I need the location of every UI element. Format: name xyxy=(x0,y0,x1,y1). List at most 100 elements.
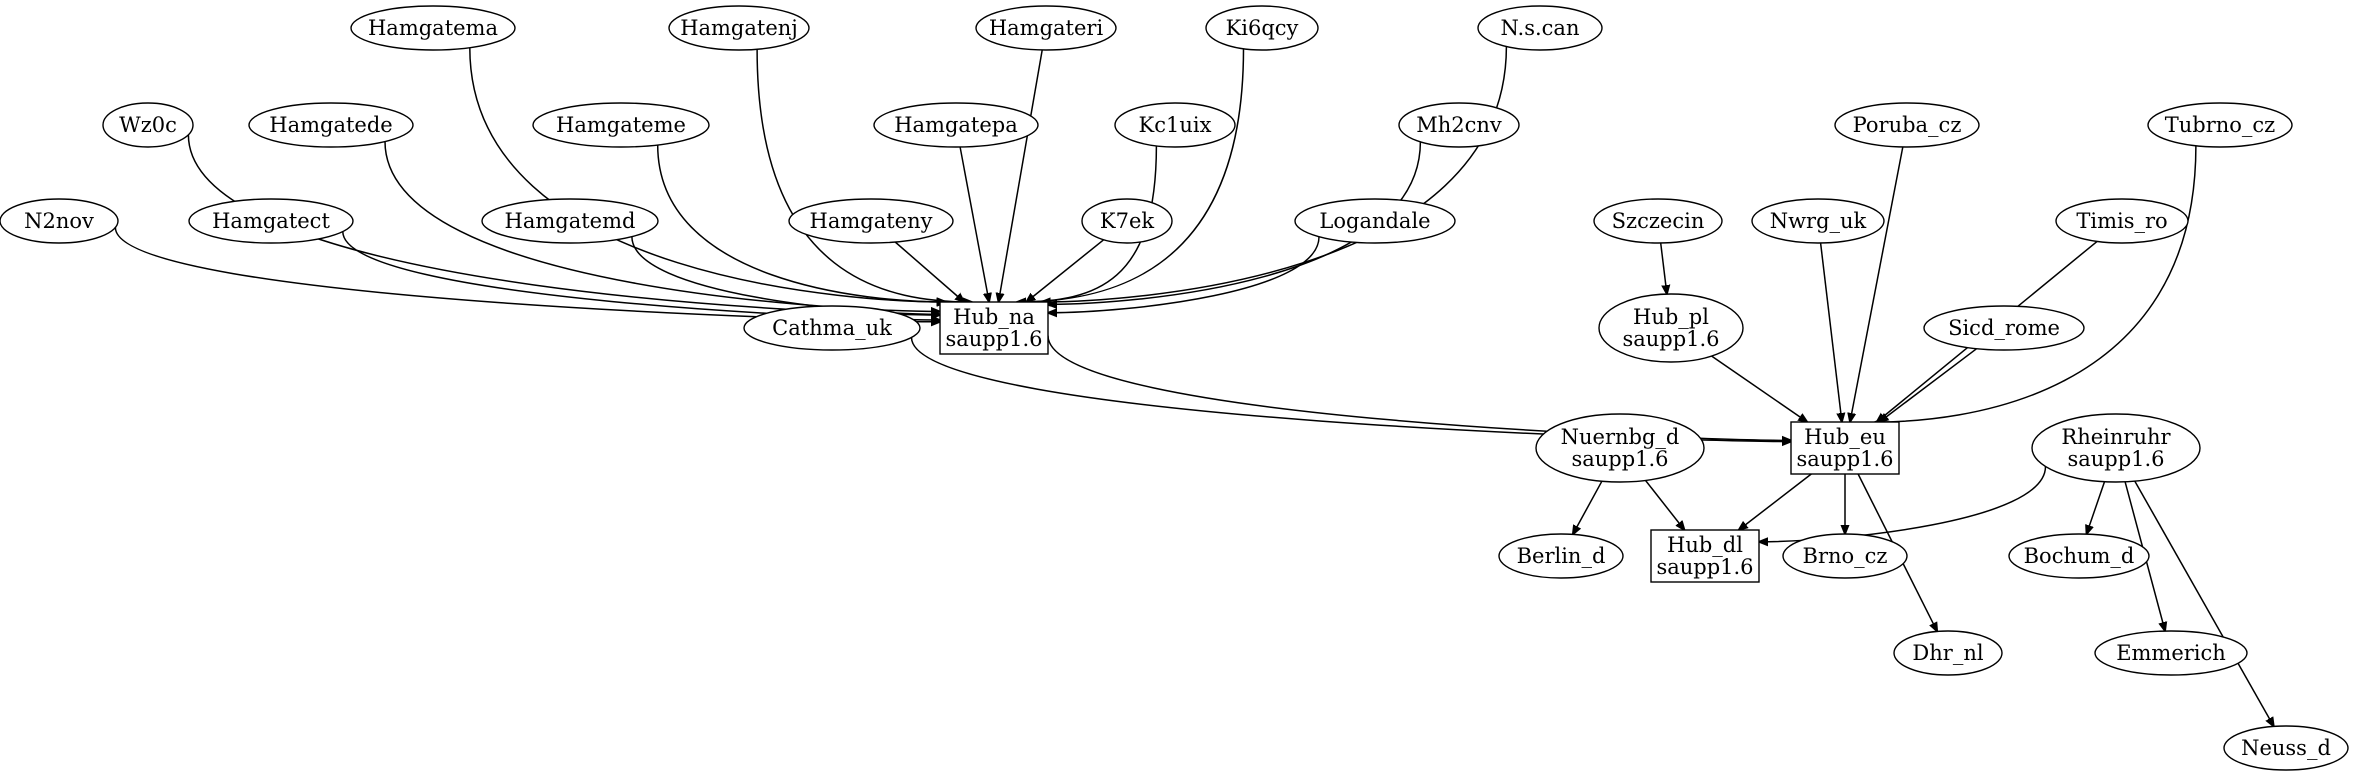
node-k7ek[interactable]: K7ek xyxy=(1081,198,1173,244)
node-ellipse xyxy=(1081,198,1173,244)
node-ki6qcy[interactable]: Ki6qcy xyxy=(1205,5,1319,51)
node-nscan[interactable]: N.s.can xyxy=(1477,5,1603,51)
node-label: Timis_ro xyxy=(2076,209,2167,233)
node-tubrno_cz[interactable]: Tubrno_cz xyxy=(2147,102,2293,148)
edge-rheinruhr-to-hub_dl xyxy=(1759,466,2047,542)
node-label: Poruba_cz xyxy=(1853,113,1962,137)
node-timis_ro[interactable]: Timis_ro xyxy=(2055,198,2189,244)
edge-szczecin-to-hub_pl xyxy=(1659,242,1667,294)
edge-hamgatemd-to-hub_na xyxy=(631,236,940,315)
node-label: Emmerich xyxy=(2116,641,2226,665)
node-ellipse xyxy=(1535,413,1705,483)
edge-nscan-to-hub_na xyxy=(1041,46,1508,303)
edge-hamgatema-to-hub_na xyxy=(469,47,946,302)
node-ellipse xyxy=(2031,413,2201,483)
node-ellipse xyxy=(1598,293,1744,363)
node-ellipse xyxy=(1893,630,2003,676)
edge-poruba_cz-to-hub_eu xyxy=(1850,146,1904,422)
node-ellipse xyxy=(1834,102,1980,148)
node-hamgatema[interactable]: Hamgatema xyxy=(350,5,516,51)
node-ellipse xyxy=(1477,5,1603,51)
node-emmerich[interactable]: Emmerich xyxy=(2094,630,2248,676)
node-ellipse xyxy=(1205,5,1319,51)
node-label: Mh2cnv xyxy=(1416,113,1502,137)
node-cathma_uk[interactable]: Cathma_uk xyxy=(743,305,921,351)
node-label: K7ek xyxy=(1100,209,1154,233)
node-bochum_d[interactable]: Bochum_d xyxy=(2008,533,2150,579)
node-label: saupp1.6 xyxy=(1796,447,1893,471)
node-label: Hamgatenj xyxy=(680,16,798,40)
node-ellipse xyxy=(743,305,921,351)
edge-hub_na-to-hub_eu xyxy=(1047,335,1791,441)
node-ellipse xyxy=(102,102,194,148)
edge-nwrg_uk-to-hub_eu xyxy=(1819,242,1842,422)
node-ellipse xyxy=(1114,102,1236,148)
node-label: saupp1.6 xyxy=(945,327,1042,351)
node-neuss_d[interactable]: Neuss_d xyxy=(2223,725,2349,771)
node-hamgatemd[interactable]: Hamgatemd xyxy=(481,198,659,244)
node-ellipse xyxy=(1782,533,1908,579)
node-ellipse xyxy=(1593,198,1723,244)
node-box xyxy=(1650,529,1760,583)
node-dhr_nl[interactable]: Dhr_nl xyxy=(1893,630,2003,676)
node-hamgateny[interactable]: Hamgateny xyxy=(788,198,954,244)
edge-rheinruhr-to-neuss_d xyxy=(2134,480,2274,726)
edge-hamgateme-to-hub_na xyxy=(656,144,947,302)
node-poruba_cz[interactable]: Poruba_cz xyxy=(1834,102,1980,148)
edge-tubrno_cz-to-hub_eu xyxy=(1875,145,2197,422)
node-brno_cz[interactable]: Brno_cz xyxy=(1782,533,1908,579)
node-label: N.s.can xyxy=(1501,16,1580,40)
node-label: saupp1.6 xyxy=(2067,447,2164,471)
node-label: saupp1.6 xyxy=(1571,447,1668,471)
node-label: Hub_na xyxy=(953,305,1035,329)
node-label: Sicd_rome xyxy=(1948,316,2060,340)
node-sicd_rome[interactable]: Sicd_rome xyxy=(1923,305,2085,351)
node-label: Hamgatect xyxy=(212,209,330,233)
node-logandale[interactable]: Logandale xyxy=(1294,198,1456,244)
node-szczecin[interactable]: Szczecin xyxy=(1593,198,1723,244)
edge-cathma_uk-to-hub_eu xyxy=(910,337,1792,441)
node-hamgateri[interactable]: Hamgateri xyxy=(975,5,1117,51)
node-ellipse xyxy=(2008,533,2150,579)
node-label: N2nov xyxy=(24,209,94,233)
node-hamgatepa[interactable]: Hamgatepa xyxy=(873,102,1039,148)
node-wz0c[interactable]: Wz0c xyxy=(102,102,194,148)
node-mh2cnv[interactable]: Mh2cnv xyxy=(1398,102,1520,148)
node-hamgatenj[interactable]: Hamgatenj xyxy=(668,5,810,51)
edge-hub_eu-to-hub_dl xyxy=(1739,473,1812,530)
node-ellipse xyxy=(1294,198,1456,244)
node-hamgatede[interactable]: Hamgatede xyxy=(248,102,414,148)
edge-nuernbg_d-to-hub_dl xyxy=(1644,479,1685,530)
edges-layer xyxy=(114,46,2274,727)
node-n2nov[interactable]: N2nov xyxy=(0,198,119,244)
node-nwrg_uk[interactable]: Nwrg_uk xyxy=(1751,198,1885,244)
node-label: Berlin_d xyxy=(1517,544,1606,568)
node-berlin_d[interactable]: Berlin_d xyxy=(1498,533,1624,579)
node-kc1uix[interactable]: Kc1uix xyxy=(1114,102,1236,148)
node-ellipse xyxy=(873,102,1039,148)
node-hamgatect[interactable]: Hamgatect xyxy=(188,198,354,244)
node-ellipse xyxy=(1923,305,2085,351)
node-ellipse xyxy=(2055,198,2189,244)
node-ellipse xyxy=(788,198,954,244)
node-ellipse xyxy=(1498,533,1624,579)
node-label: Kc1uix xyxy=(1139,113,1212,137)
node-ellipse xyxy=(0,198,119,244)
edge-rheinruhr-to-bochum_d xyxy=(2087,481,2106,534)
edge-logandale-to-hub_na xyxy=(1048,236,1320,313)
node-label: Hub_dl xyxy=(1667,533,1743,557)
node-ellipse xyxy=(1398,102,1520,148)
node-ellipse xyxy=(481,198,659,244)
node-ellipse xyxy=(1751,198,1885,244)
node-label: Hub_pl xyxy=(1633,305,1709,329)
node-label: Hamgateny xyxy=(810,209,933,233)
node-hamgateme[interactable]: Hamgateme xyxy=(532,102,710,148)
node-ellipse xyxy=(2223,725,2349,771)
